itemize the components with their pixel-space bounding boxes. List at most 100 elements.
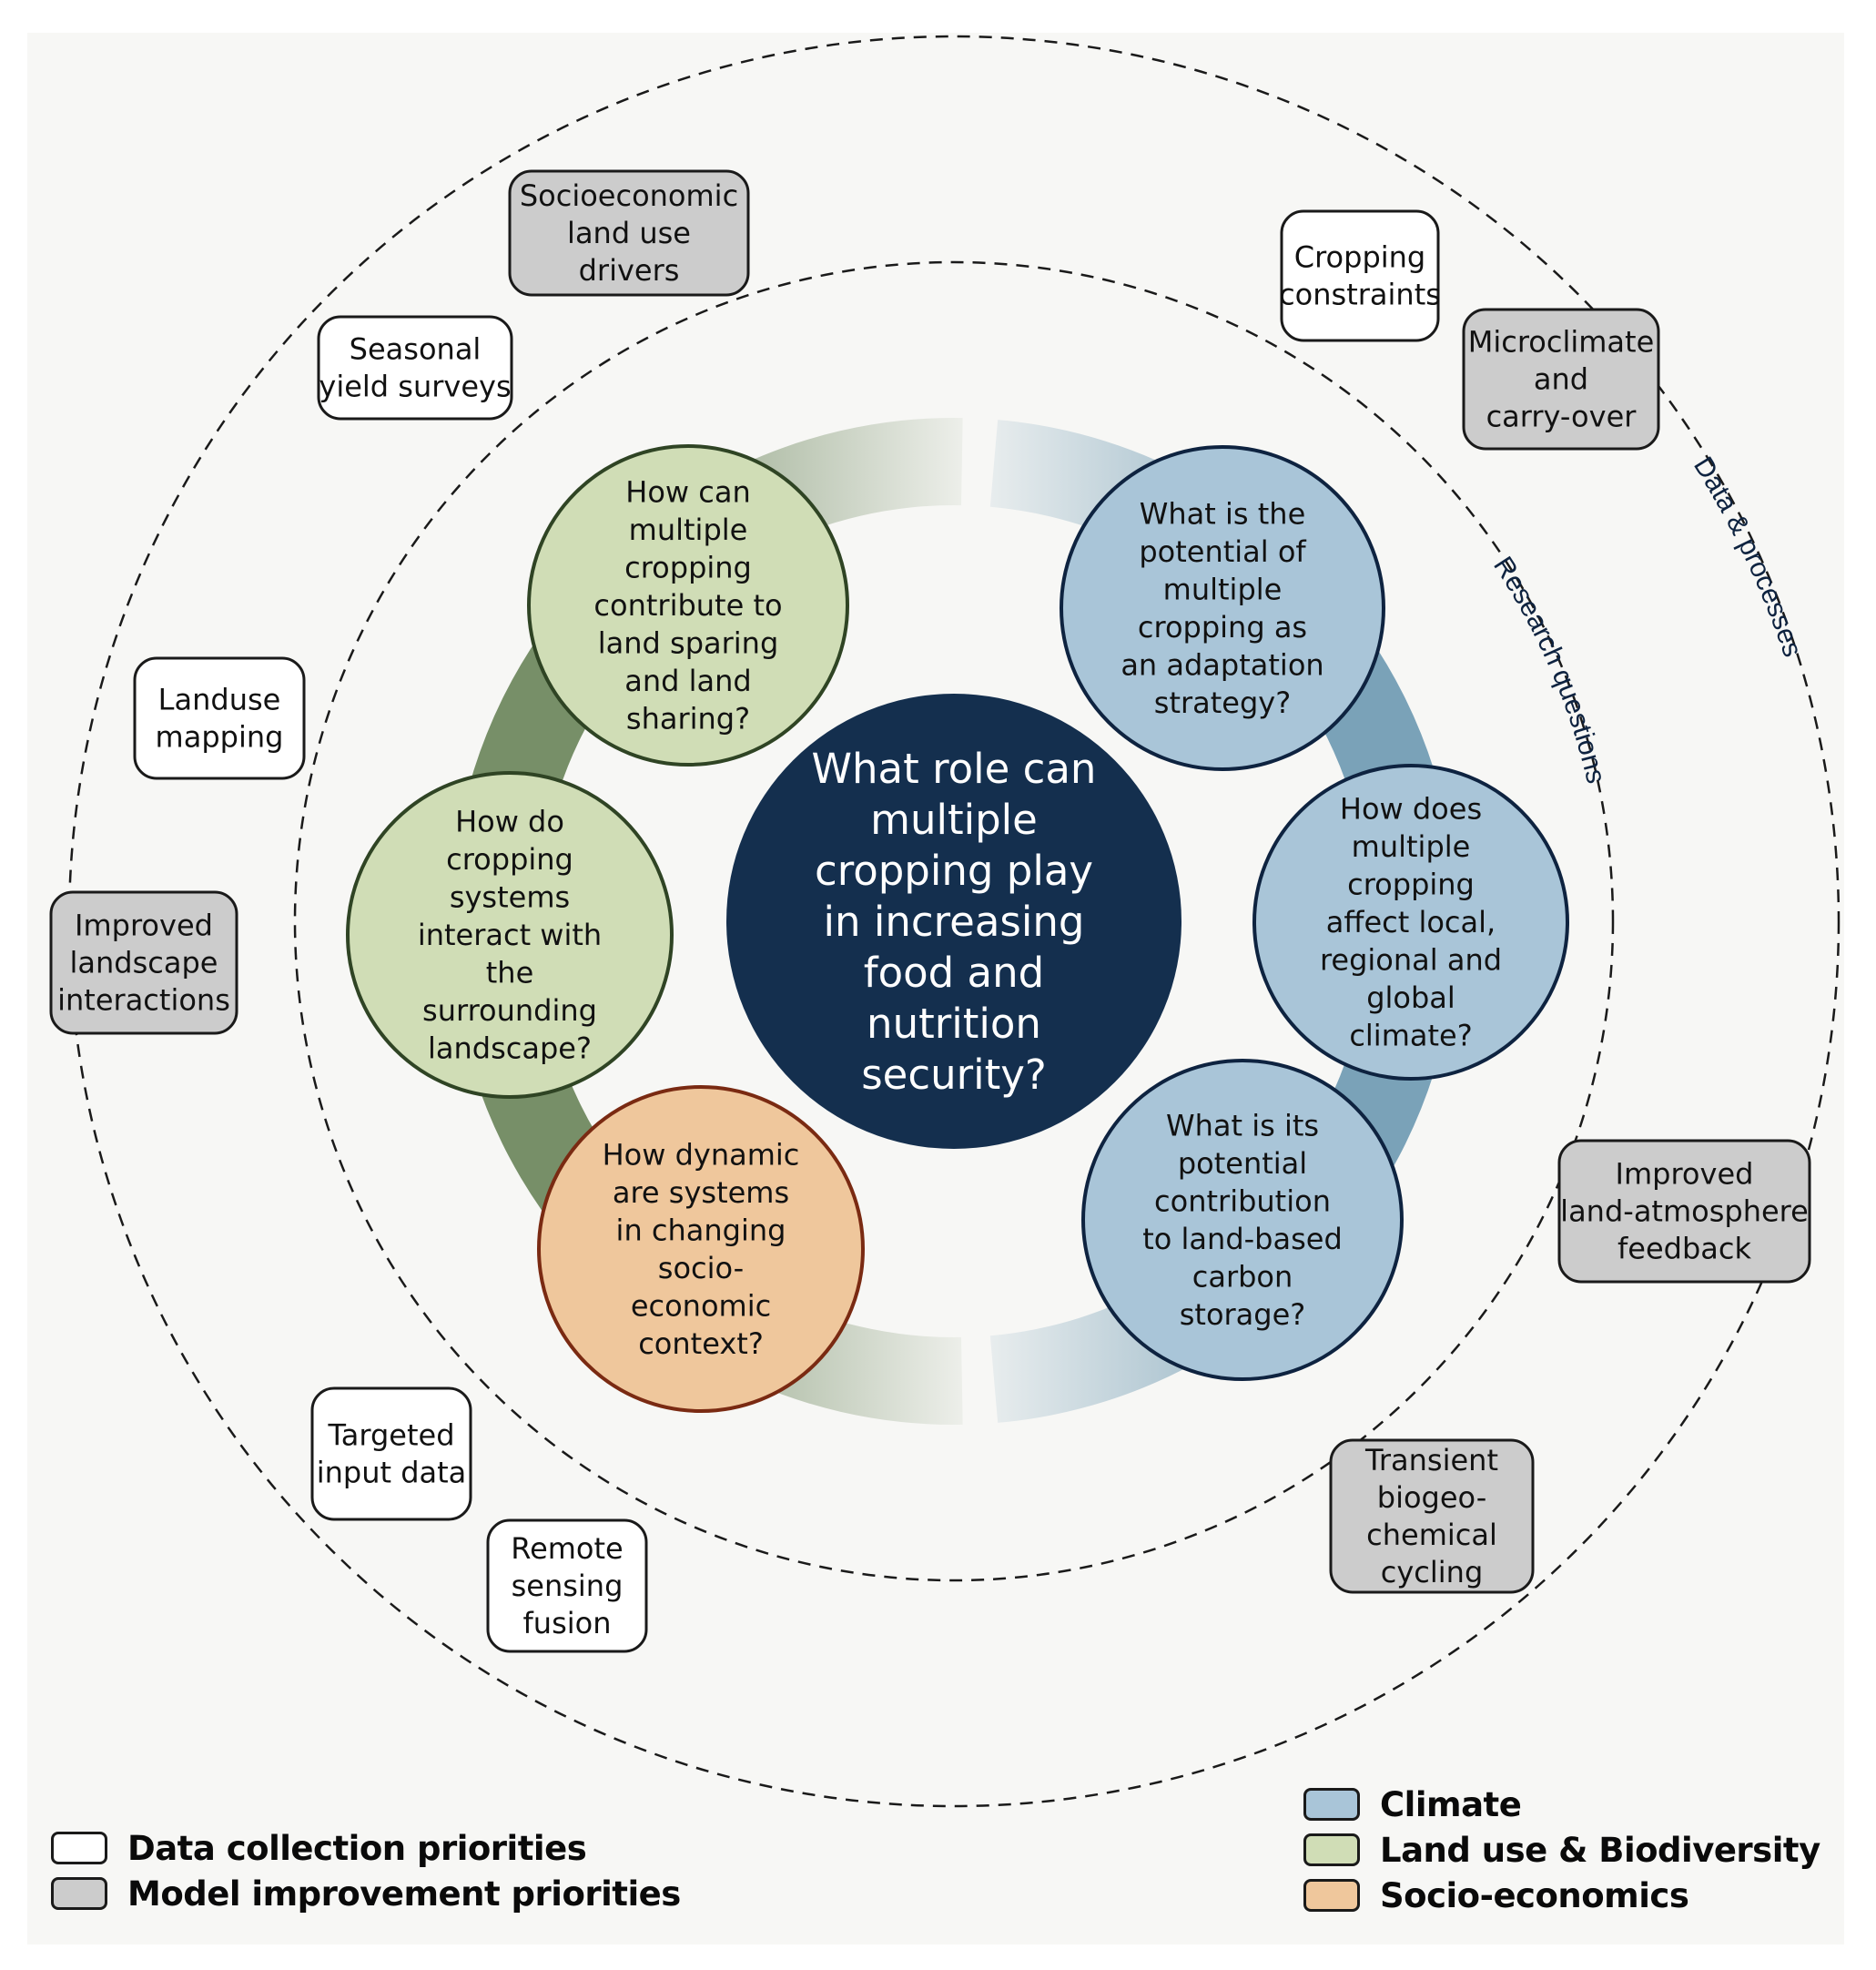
priority-box-text-line: biogeo- (1377, 1480, 1487, 1515)
priority-box-text-line: sensing (512, 1569, 624, 1603)
question-text-line: regional and (1320, 943, 1502, 978)
question-circle (1060, 445, 1385, 771)
question-text-line: carbon (1192, 1259, 1293, 1294)
legend-swatch (1303, 1879, 1360, 1912)
priority-box-text-line: Improved (75, 909, 213, 943)
question-text-line: cropping (446, 842, 573, 877)
priority-box-text-line: and (1534, 362, 1588, 397)
ring-label-research-questions: Research questions (1487, 552, 1611, 787)
central-question-text-line: multiple (870, 796, 1038, 844)
legend-item-land_use: Land use & Biodiversity (1303, 1830, 1820, 1870)
priority-box-text-line: constraints (1279, 278, 1441, 312)
legend-item-socio_economics: Socio-economics (1303, 1875, 1820, 1915)
central-question-text-line: cropping play (815, 847, 1093, 895)
question-text-line: the (486, 956, 534, 990)
question-text-line: How dynamic (603, 1137, 800, 1172)
question-text-line: potential (1178, 1146, 1307, 1181)
question-text-line: climate? (1349, 1019, 1472, 1053)
question-text-line: contribution (1154, 1183, 1331, 1218)
question-text-line: context? (638, 1326, 764, 1361)
question-text-line: What is the (1140, 496, 1306, 531)
inner-ring-research-questions (293, 260, 1615, 1582)
priority-box-text-line: Targeted (328, 1418, 455, 1453)
priority-box-text-line: yield surveys (319, 370, 511, 404)
data-collection-box (133, 656, 306, 780)
question-text-line: economic (631, 1288, 771, 1323)
question-text-line: surrounding (422, 993, 597, 1028)
model-improvement-box (508, 169, 750, 297)
priority-box-text-line: drivers (579, 253, 680, 288)
legend-swatch (51, 1832, 107, 1864)
priority-box-text-line: mapping (156, 720, 284, 755)
legend-item-model: Model improvement priorities (51, 1874, 681, 1914)
ring-label-data-processes: Data & processes (1688, 452, 1808, 660)
question-text-line: cropping as (1138, 610, 1307, 645)
priority-box-text-line: feedback (1617, 1232, 1751, 1266)
data-collection-box (486, 1518, 648, 1653)
legend-label: Data collection priorities (127, 1828, 587, 1868)
legend-label: Land use & Biodiversity (1380, 1830, 1820, 1870)
question-text-line: land sparing (598, 626, 779, 661)
priority-box-text-line: Cropping (1294, 240, 1425, 275)
question-text-line: multiple (629, 513, 748, 547)
model-improvement-box (1557, 1139, 1811, 1284)
central-question-text-line: security? (861, 1051, 1047, 1099)
question-text-line: global (1366, 980, 1455, 1015)
model-improvement-box (1462, 308, 1660, 451)
priority-box-text-line: chemical (1366, 1518, 1497, 1552)
question-text-line: cropping (624, 551, 752, 585)
data-collection-box (310, 1386, 472, 1521)
priority-box-text-line: Microclimate (1468, 325, 1655, 360)
central-question-text-line: food and (864, 949, 1044, 997)
legend-swatch (51, 1877, 107, 1910)
priority-box-text-line: land-atmosphere (1560, 1194, 1809, 1229)
question-text-line: affect local, (1326, 905, 1496, 939)
priority-box-text-line: carry-over (1486, 400, 1638, 434)
question-text-line: multiple (1352, 829, 1471, 864)
priority-box-text-line: input data (317, 1456, 467, 1490)
priority-box-text-line: Landuse (158, 683, 281, 717)
model-improvement-box (49, 890, 238, 1035)
legend-swatch (1303, 1833, 1360, 1866)
central-question-text-line: in increasing (824, 898, 1085, 946)
question-circle (346, 771, 674, 1099)
priority-box-text-line: landscape (70, 946, 218, 980)
central-question-text-line: nutrition (867, 1000, 1041, 1048)
central-question-circle (726, 694, 1181, 1149)
legend-label: Climate (1380, 1784, 1522, 1824)
question-text-line: are systems (613, 1175, 789, 1210)
legend-label: Model improvement priorities (127, 1874, 681, 1914)
question-text-line: How does (1340, 792, 1482, 827)
central-question-text-line: What role can (812, 745, 1097, 793)
question-circle (1252, 764, 1569, 1081)
priority-box-text-line: Improved (1616, 1157, 1754, 1192)
